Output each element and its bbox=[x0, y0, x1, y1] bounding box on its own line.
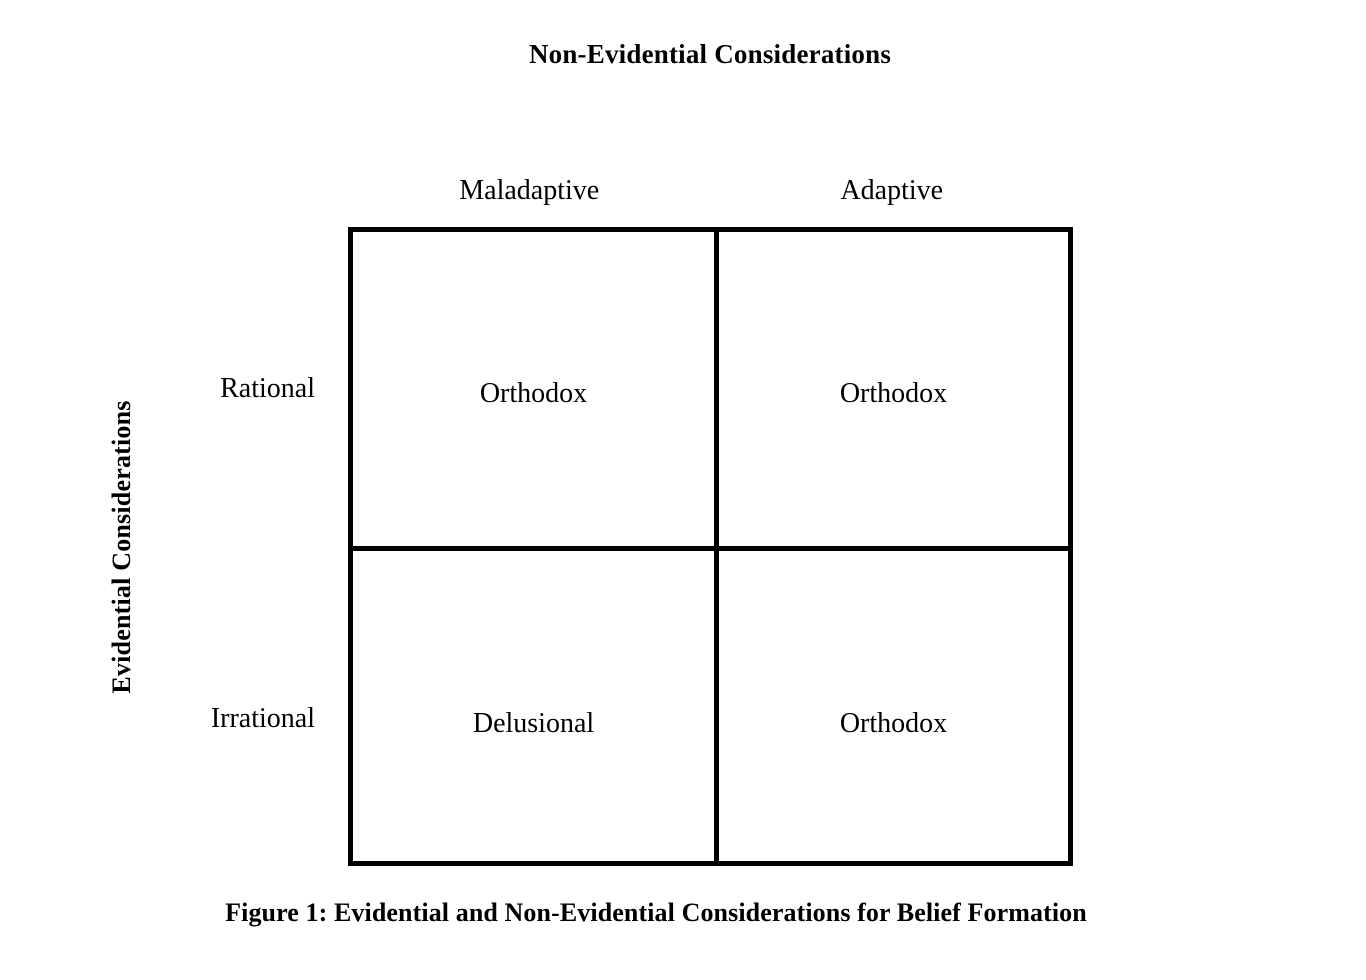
matrix-horizontal-divider bbox=[353, 546, 1068, 551]
matrix-inner: Orthodox Orthodox Delusional Orthodox bbox=[353, 232, 1068, 861]
matrix-cell-label: Orthodox bbox=[839, 708, 948, 739]
matrix-cell-label: Orthodox bbox=[479, 378, 588, 409]
matrix-row-axis-title: Evidential Considerations bbox=[107, 400, 136, 694]
matrix-column-axis-title: Non-Evidential Considerations bbox=[528, 39, 892, 69]
matrix-cell-rational-adaptive: Orthodox bbox=[719, 232, 1068, 546]
matrix-cell-label: Delusional bbox=[472, 708, 595, 739]
figure-caption: Figure 1: Evidential and Non-Evidential … bbox=[225, 898, 1087, 927]
column-header-row: Maladaptive Adaptive bbox=[348, 172, 1073, 212]
row-header-column: Rational Irrational bbox=[150, 227, 315, 866]
row-header-rational: Rational bbox=[220, 373, 315, 404]
matrix-cell-rational-maladaptive: Orthodox bbox=[353, 232, 714, 546]
column-header-maladaptive: Maladaptive bbox=[459, 175, 600, 206]
row-header-irrational: Irrational bbox=[210, 703, 315, 734]
matrix-cell-label: Orthodox bbox=[839, 378, 948, 409]
matrix-cell-irrational-maladaptive: Delusional bbox=[353, 551, 714, 861]
two-by-two-matrix: Orthodox Orthodox Delusional Orthodox bbox=[348, 227, 1073, 866]
column-header-adaptive: Adaptive bbox=[840, 175, 944, 206]
matrix-cell-irrational-adaptive: Orthodox bbox=[719, 551, 1068, 861]
